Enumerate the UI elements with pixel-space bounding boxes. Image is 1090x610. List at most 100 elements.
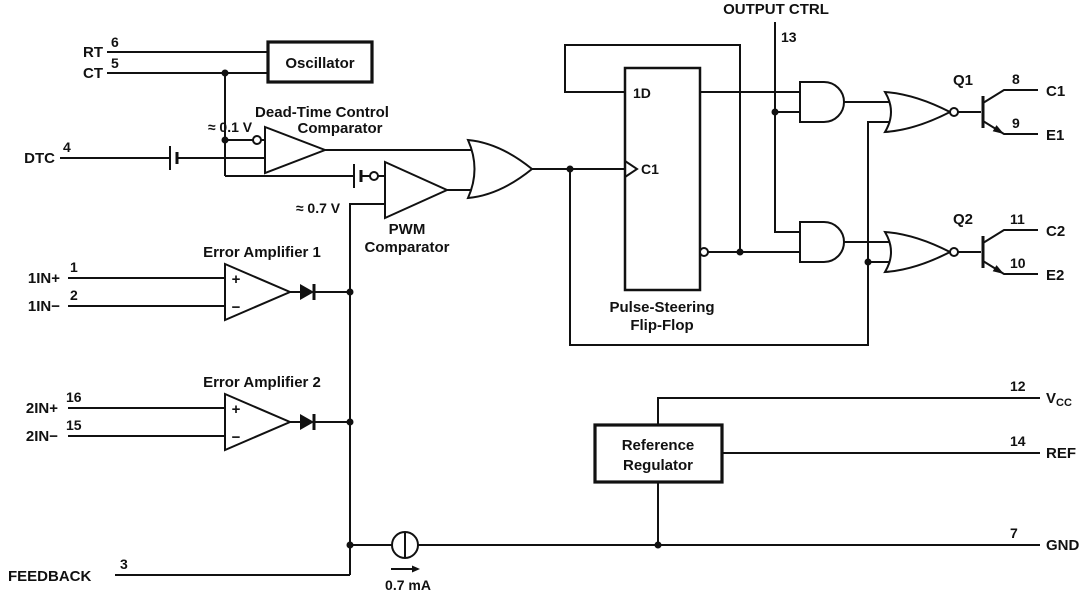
pin-e1-num: 9 [1012,115,1020,131]
ea2-plus-sign: + [232,401,241,418]
nor-gate-2 [883,230,953,274]
dead-time-comparator-triangle [264,125,328,175]
ff-qbar-bubble [699,247,709,257]
junction-dot [864,258,872,266]
ea1-plus-sign: + [232,271,241,288]
pin-ref-num: 14 [1010,433,1026,449]
pin-e2-num: 10 [1010,255,1026,271]
pin-2inp-num: 16 [66,389,82,405]
wire-output-ctrl [774,22,800,233]
junction-dot [221,69,229,77]
junction-dot [771,108,779,116]
pwm-comp-input-bubble [369,171,379,181]
dtc-comp-input-bubble [252,135,262,145]
pin-e1-name: E1 [1046,127,1064,144]
nor2-output-bubble [949,247,959,257]
labels: OUTPUT CTRL 13 RT 6 CT 5 Oscillator Dead… [8,1,1080,593]
error-amp1-triangle [224,262,293,322]
pin-dtc-name: DTC [24,150,55,167]
shapes [224,40,1004,573]
wires [60,22,1040,576]
pin-ct-num: 5 [111,55,119,71]
current-source-value: 0.7 mA [385,577,431,593]
dtc-comparator-label-1: Dead-Time Control [255,104,389,121]
offset-0v7-label: ≈ 0.7 V [296,200,341,216]
wire-vcc [657,397,1040,425]
pin-output-ctrl-num: 13 [781,29,797,45]
oscillator-box [266,40,374,84]
q1-emitter-arrow [992,125,1004,134]
wire-q2-collector [982,229,1038,244]
offset-0v1-label: ≈ 0.1 V [208,119,253,135]
pwm-comparator-label-2: Comparator [364,239,449,256]
pin-vcc-name: VCC [1046,390,1072,409]
flipflop-label-1: Pulse-Steering [609,299,714,316]
pin-rt-name: RT [83,44,103,61]
pin-feedback-num: 3 [120,556,128,572]
pin-vcc-num: 12 [1010,378,1026,394]
vcc-main: V [1046,390,1056,407]
flipflop-box [623,66,702,292]
pwm-comparator-label-1: PWM [389,221,426,238]
reference-regulator-label-2: Regulator [623,457,693,474]
pin-gnd-num: 7 [1010,525,1018,541]
junction-dot [346,288,354,296]
transistor-q2-label: Q2 [953,211,973,228]
junction-dot [346,418,354,426]
wire-blanking-rail [569,121,892,346]
wire-ea1-inputs [68,277,227,307]
wire-feedback-rail [349,203,387,575]
transistor-q1-label: Q1 [953,72,973,89]
pin-1inm-name: 1IN− [28,298,60,315]
ea2-diode [300,414,314,430]
dtc-comparator-label-2: Comparator [297,120,382,137]
pin-output-ctrl-name: OUTPUT CTRL [723,1,829,18]
pin-gnd-name: GND [1046,537,1080,554]
error-amp2-label: Error Amplifier 2 [203,374,321,391]
junction-dot [221,136,229,144]
pin-c2-name: C2 [1046,223,1065,240]
wire-ea2-inputs [68,407,227,437]
error-amp2-triangle [224,392,293,452]
wire-q1-collector [982,89,1038,104]
current-arrow-head [412,565,420,573]
q2-emitter-arrow [992,265,1004,274]
oscillator-label: Oscillator [285,55,354,72]
pin-e2-name: E2 [1046,267,1064,284]
vcc-subscript: CC [1056,397,1072,409]
nor1-output-bubble [949,107,959,117]
and-gate-2 [799,221,845,263]
pin-1inp-num: 1 [70,259,78,275]
wire-q1-emitter [982,120,1038,135]
and-gate-1 [799,81,845,123]
junction-dot [346,541,354,549]
pin-1inm-num: 2 [70,287,78,303]
pin-ct-name: CT [83,65,103,82]
pin-2inp-name: 2IN+ [26,400,58,417]
ff-d-input-label: 1D [633,85,651,101]
pin-dtc-num: 4 [63,139,71,155]
pin-2inm-name: 2IN− [26,428,58,445]
pin-feedback-name: FEEDBACK [8,568,92,585]
junction-dot [654,541,662,549]
pin-c1-num: 8 [1012,71,1020,87]
pin-c2-num: 11 [1010,211,1025,227]
pin-c1-name: C1 [1046,83,1065,100]
offset-batteries [169,146,363,188]
pin-rt-num: 6 [111,34,119,50]
ea1-minus-sign: − [232,299,241,316]
junction-dot [736,248,744,256]
ea1-diode [300,284,314,300]
pwm-comparator-triangle [384,160,450,220]
reference-regulator-label-1: Reference [622,437,695,454]
junction-dot [566,165,574,173]
pin-1inp-name: 1IN+ [28,270,60,287]
nor-gate-1 [883,90,953,134]
or-gate [466,138,534,200]
ea2-minus-sign: − [232,429,241,446]
wire-toggle-feedback [564,44,741,252]
ff-clock-input-label: C1 [641,161,659,177]
pin-ref-name: REF [1046,445,1076,462]
